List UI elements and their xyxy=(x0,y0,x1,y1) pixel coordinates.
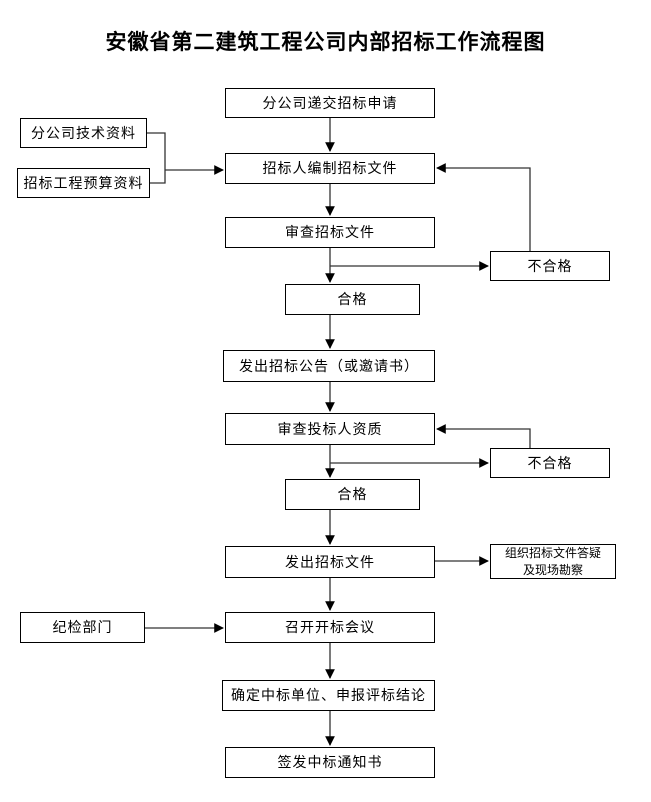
node-label: 发出招标公告（或邀请书） xyxy=(239,357,419,374)
node-label: 发出招标文件 xyxy=(285,553,375,570)
node-label: 确定中标单位、申报评标结论 xyxy=(231,687,426,704)
node-qa-survey: 组织招标文件答疑 及现场勘察 xyxy=(490,544,616,579)
node-fail-1: 不合格 xyxy=(490,251,610,281)
node-prepare-documents: 招标人编制招标文件 xyxy=(225,153,435,184)
node-issue-documents: 发出招标文件 xyxy=(225,546,435,578)
node-label: 纪检部门 xyxy=(52,619,113,636)
node-fail-2: 不合格 xyxy=(490,448,610,478)
node-discipline-dept: 纪检部门 xyxy=(20,612,145,643)
node-pass-1: 合格 xyxy=(285,284,420,315)
node-confirm-winner: 确定中标单位、申报评标结论 xyxy=(222,680,435,711)
page-title: 安徽省第二建筑工程公司内部招标工作流程图 xyxy=(105,30,546,54)
node-label: 分公司技术资料 xyxy=(31,124,136,141)
node-review-bidders: 审查投标人资质 xyxy=(225,413,435,445)
node-label: 分公司递交招标申请 xyxy=(262,94,398,111)
node-pass-2: 合格 xyxy=(285,479,420,510)
node-submit-application: 分公司递交招标申请 xyxy=(225,88,435,118)
node-label: 合格 xyxy=(337,486,368,503)
node-label: 审查投标人资质 xyxy=(277,420,383,437)
node-label-line1: 组织招标文件答疑 xyxy=(504,546,601,561)
node-label: 召开开标会议 xyxy=(285,619,375,636)
node-label: 审查招标文件 xyxy=(285,224,375,241)
node-label: 不合格 xyxy=(527,454,573,471)
node-budget-data: 招标工程预算资料 xyxy=(17,168,150,198)
node-notify-winner: 签发中标通知书 xyxy=(225,747,435,778)
node-label: 招标工程预算资料 xyxy=(23,174,144,191)
node-tech-data: 分公司技术资料 xyxy=(20,118,147,148)
edge-inputs-bracket xyxy=(147,132,166,184)
node-label: 签发中标通知书 xyxy=(277,754,383,771)
node-label: 合格 xyxy=(337,291,368,308)
node-announcement: 发出招标公告（或邀请书） xyxy=(223,350,435,382)
node-review-documents: 审查招标文件 xyxy=(225,217,435,248)
edge-fail2-to-review2 xyxy=(436,424,531,448)
node-label: 招标人编制招标文件 xyxy=(262,160,398,177)
node-label: 不合格 xyxy=(527,257,573,274)
node-label-line2: 及现场勘察 xyxy=(522,562,583,577)
node-bid-opening: 召开开标会议 xyxy=(225,612,435,643)
edge-fail1-to-prepare xyxy=(436,163,531,251)
